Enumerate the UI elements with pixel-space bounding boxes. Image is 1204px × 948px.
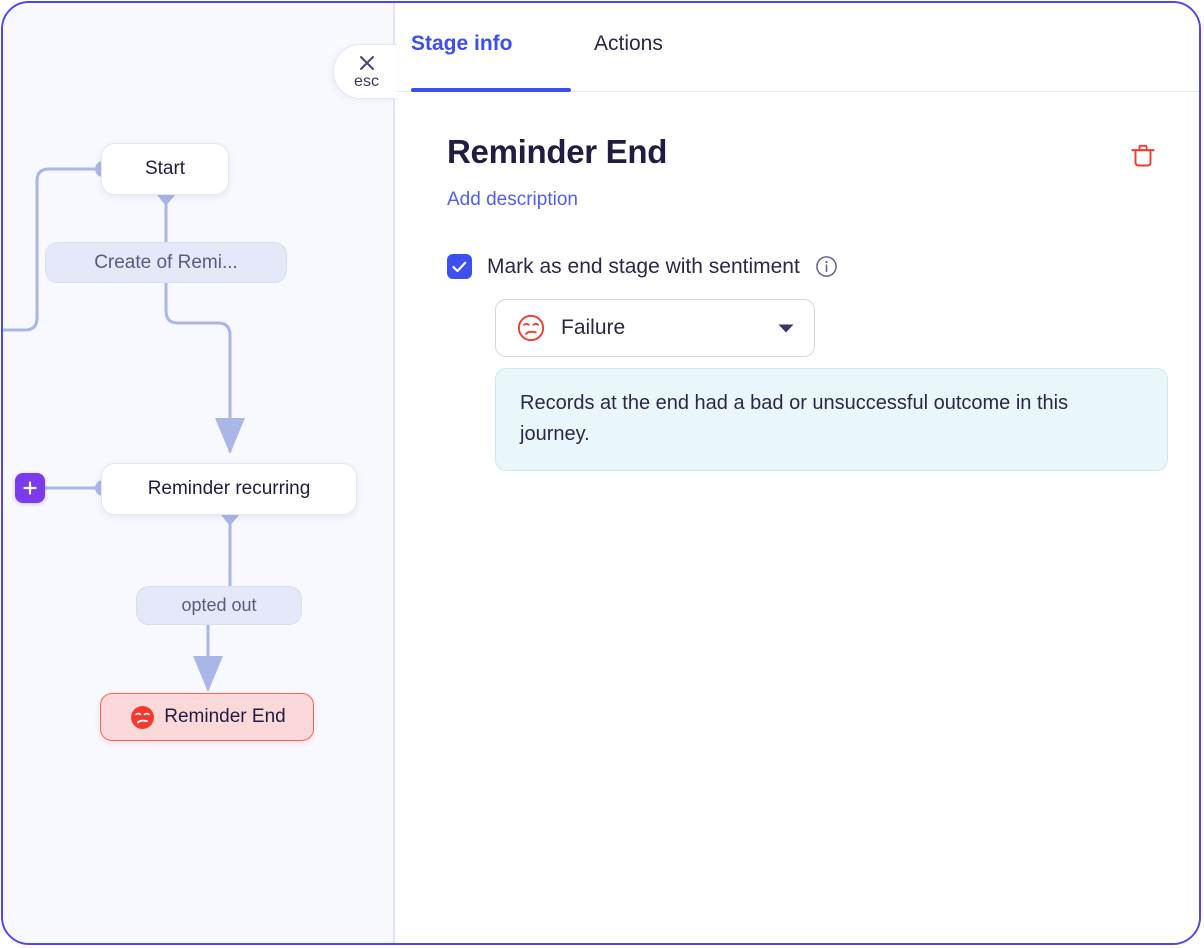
flow-node-reminder-end[interactable]: Reminder End bbox=[100, 693, 314, 741]
tabs-baseline bbox=[395, 91, 1199, 92]
info-icon[interactable] bbox=[815, 255, 838, 278]
active-tab-indicator bbox=[411, 88, 571, 92]
add-step-button[interactable] bbox=[15, 473, 45, 503]
journey-canvas[interactable]: Start Create of Remi... Reminder recurri… bbox=[3, 3, 393, 943]
sentiment-checkbox-row: Mark as end stage with sentiment bbox=[447, 254, 838, 279]
panel-divider bbox=[393, 3, 395, 943]
flow-node-reminder-recurring[interactable]: Reminder recurring bbox=[101, 463, 357, 515]
page-title: Reminder End bbox=[447, 133, 668, 170]
sad-face-icon bbox=[517, 314, 545, 342]
stage-detail-panel: Stage info Actions Reminder End Add desc… bbox=[395, 3, 1199, 943]
sentiment-select-value: Failure bbox=[561, 316, 626, 339]
flow-node-create-of-reminder[interactable]: Create of Remi... bbox=[45, 242, 287, 283]
add-description-link[interactable]: Add description bbox=[447, 189, 578, 210]
panel-content: Reminder End Add description Mark as end… bbox=[395, 92, 1199, 943]
plus-icon bbox=[23, 481, 37, 495]
flow-node-start[interactable]: Start bbox=[101, 143, 229, 195]
tab-stage-info[interactable]: Stage info bbox=[411, 32, 513, 55]
mark-end-stage-checkbox[interactable] bbox=[447, 254, 472, 279]
close-panel-button[interactable]: esc bbox=[333, 44, 397, 99]
check-icon bbox=[452, 261, 467, 272]
flow-node-opted-out[interactable]: opted out bbox=[136, 586, 302, 625]
sentiment-description-box: Records at the end had a bad or unsucces… bbox=[495, 368, 1168, 471]
flow-node-label: Reminder End bbox=[164, 706, 286, 727]
chevron-down-icon bbox=[778, 324, 794, 333]
sad-face-icon bbox=[131, 705, 155, 729]
flow-node-label: Create of Remi... bbox=[94, 251, 238, 273]
flow-node-label: Reminder recurring bbox=[147, 478, 311, 499]
sentiment-description-text: Records at the end had a bad or unsucces… bbox=[520, 392, 1069, 445]
mark-end-stage-label: Mark as end stage with sentiment bbox=[487, 254, 800, 278]
delete-stage-button[interactable] bbox=[1126, 141, 1160, 175]
trash-icon bbox=[1131, 144, 1155, 167]
flow-node-label: Start bbox=[144, 158, 186, 179]
tab-actions[interactable]: Actions bbox=[594, 32, 663, 55]
panel-tabs: Stage info Actions bbox=[395, 3, 1199, 92]
esc-label: esc bbox=[354, 73, 379, 90]
flow-node-label: opted out bbox=[181, 595, 257, 615]
close-icon bbox=[359, 56, 374, 70]
sentiment-select[interactable]: Failure bbox=[495, 299, 815, 357]
